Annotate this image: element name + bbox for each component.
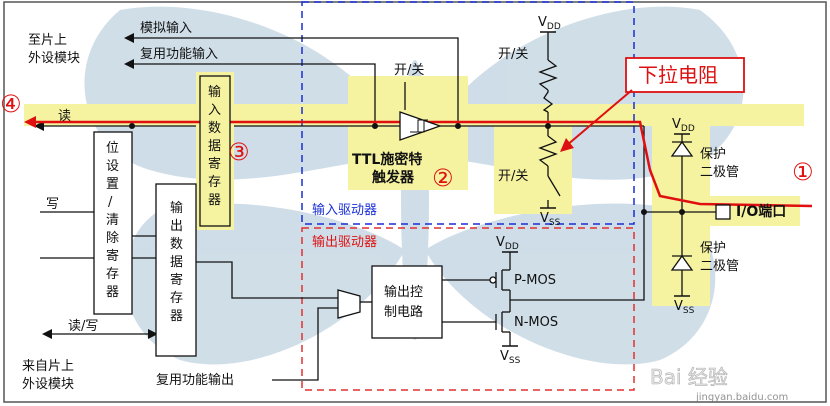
output-control-circuit [371,265,443,339]
switch-bottom-label: 开/关 [498,169,528,184]
pulldown-highlight [494,114,572,214]
ttl-schmitt-label: TTL施密特 [352,151,422,168]
output-driver-region [301,227,635,391]
marker-1: ① [792,158,814,186]
svg-text:数: 数 [170,237,183,252]
svg-text:寄: 寄 [106,248,119,264]
to-peripheral-line1: 至片上 [28,33,67,48]
svg-text:器: 器 [208,193,221,208]
svg-text:除: 除 [106,231,119,246]
diode-bottom-line2: 二极管 [700,259,739,274]
diode-bottom-line1: 保护 [700,241,726,256]
svg-text:据: 据 [170,255,183,270]
output-control-line2: 制电路 [384,304,423,320]
baidu-watermark: Bai 经验 jingyan.baidu.com [650,365,789,403]
svg-text:入: 入 [208,103,221,118]
from-peripheral-line2: 外设模块 [22,377,74,392]
svg-text:存: 存 [106,267,119,282]
input-driver-region [301,1,635,225]
pulldown-resistor [538,135,558,167]
svg-text:位: 位 [106,141,119,156]
markers: ① ② ③ ④ [0,90,814,192]
marker-2: ② [432,164,454,192]
svg-text:输: 输 [208,84,221,100]
schmitt-trigger-symbol [399,111,442,141]
svg-text:置: 置 [106,177,119,192]
trigger-label: 触发器 [371,169,415,186]
power-rails [502,31,690,347]
watermark-url: jingyan.baidu.com [695,392,788,403]
input-register-label: 输 入 数 据 寄 存 器 [208,84,221,208]
to-peripheral-line2: 外设模块 [28,51,80,66]
input-signal-path [30,120,813,208]
from-peripheral-line1: 来自片上 [22,359,74,374]
protect-diode-bottom-icon [670,254,694,271]
diode-top-line2: 二极管 [700,165,739,180]
analog-input-label: 模拟输入 [140,20,192,36]
arrowheads [34,33,158,339]
write-label: 写 [46,197,59,212]
svg-text:数: 数 [208,121,221,136]
callout-arrow [565,89,633,147]
analog-input-wire [130,37,459,126]
svg-text:据: 据 [208,139,221,154]
bit-set-reset-register [93,131,133,315]
output-control-line1: 输出控 [384,284,423,300]
pullup-switch-icon [538,59,558,91]
svg-text:清: 清 [106,213,119,228]
svg-text:存: 存 [208,175,221,190]
output-register-label: 输 出 数 据 寄 存 器 [170,200,183,324]
switch-top-label: 开/关 [394,63,424,78]
pulldown-switch-icon [547,175,561,197]
output-driver-label: 输出驱动器 [312,234,377,250]
svg-text:出: 出 [170,219,183,234]
svg-text:寄: 寄 [170,272,183,288]
pmos-icon [489,269,510,291]
pullup-resistor [542,90,554,113]
pmos-label: P-MOS [514,273,556,288]
nmos-icon [495,311,510,333]
svg-text:存: 存 [170,291,183,306]
switch-mid-label: 开/关 [498,47,528,62]
svg-text:寄: 寄 [208,156,221,172]
watermark-text: Bai 经验 [650,365,728,389]
svg-text:器: 器 [170,309,183,324]
alt-input-wire [130,63,376,126]
svg-text:输: 输 [170,200,183,216]
read-write-label: 读/写 [68,319,98,334]
pulldown-callout-text: 下拉电阻 [638,63,718,87]
input-driver-label: 输入驱动器 [312,202,377,218]
alt-output-label: 复用功能输出 [156,372,234,388]
nmos-label: N-MOS [514,315,558,330]
diode-top-line1: 保护 [700,147,726,162]
output-data-register [155,183,197,357]
io-port-label: I/O端口 [736,203,786,220]
svg-text:器: 器 [106,285,119,300]
marker-3: ③ [228,138,250,166]
bit-set-label: 位 设 置 / 清 除 寄 存 器 [106,141,119,300]
svg-text:设: 设 [106,159,119,174]
svg-text:/: / [108,195,113,210]
read-label: 读 [58,109,71,124]
protect-diode-top-icon [670,140,694,157]
pulldown-callout-box [625,57,745,93]
io-pad-icon [715,204,731,220]
input-data-register [199,75,231,227]
marker-4: ④ [0,90,22,118]
mux-icon [337,289,361,319]
alt-input-label: 复用功能输入 [140,46,218,62]
signal-arrowhead [24,116,36,128]
